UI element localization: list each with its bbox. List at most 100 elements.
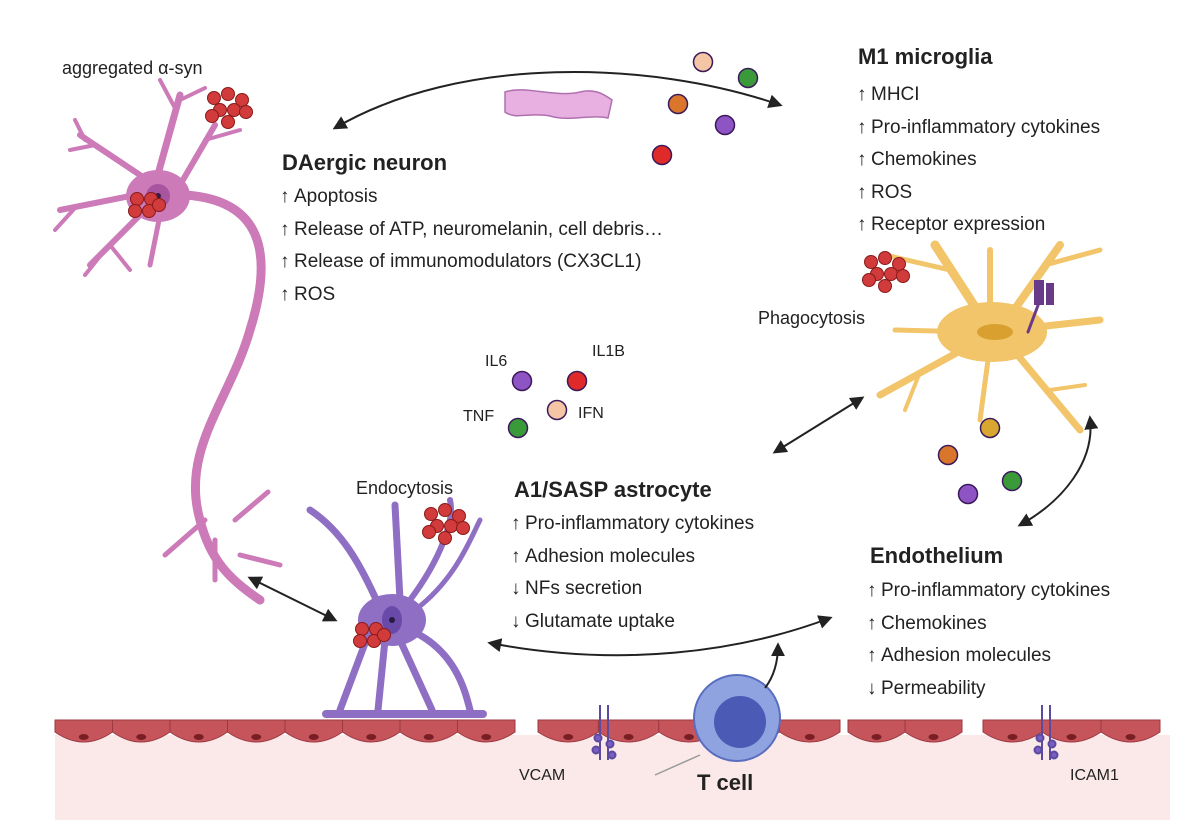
microglia-title: M1 microglia (858, 44, 993, 69)
endothelial-nucleus (78, 734, 89, 740)
asyn-aggregate (884, 267, 898, 281)
endothelial-cell (457, 719, 516, 743)
asyn-label: aggregated α-syn (62, 58, 203, 78)
microglia-effect-item: ↑MHCI (857, 84, 920, 105)
particles (128, 51, 1023, 648)
endothelial-nucleus (193, 734, 204, 740)
il6-label: IL6 (485, 353, 508, 370)
endothelial-nucleus (136, 734, 147, 740)
microglia-illustration (876, 240, 1104, 434)
asyn-aggregate (207, 91, 221, 105)
cytokine-particle (979, 417, 1001, 439)
cytokine-particle (511, 370, 533, 392)
endothelial-nucleus (423, 734, 434, 740)
neuron-effect-item: ↑Release of immunomodulators (CX3CL1) (280, 251, 642, 272)
astrocyte-effect-item: ↑Adhesion molecules (511, 545, 696, 567)
endothelial-nucleus (366, 734, 377, 740)
cytokine-particle (1001, 470, 1023, 492)
asyn-aggregate (130, 192, 144, 206)
asyn-aggregate (221, 115, 235, 129)
endothelial-nucleus (684, 734, 694, 740)
asyn-aggregate (205, 109, 219, 123)
microglia-effect-item: ↑Pro-inflammatory cytokines (857, 116, 1101, 138)
t-cell-label: T cell (697, 770, 754, 795)
endothelial-nucleus (1007, 734, 1018, 740)
endocytosis-label: Endocytosis (356, 478, 454, 498)
endothelial-nucleus (804, 734, 815, 740)
cytokine-particle (714, 114, 736, 136)
interaction-arrows (247, 70, 1099, 689)
cytokine-particle (651, 144, 673, 166)
tnf-label: TNF (463, 408, 495, 425)
asyn-aggregate (422, 525, 436, 539)
neuron-title: DAergic neuron (282, 150, 448, 175)
astrocyte-effects-list: ↑Pro-inflammatory cytokines ↑Adhesion mo… (511, 508, 754, 638)
endothelial-nucleus (623, 734, 634, 740)
endothelial-nucleus (563, 734, 574, 740)
neuron-effects-list: ↑Apoptosis ↑Release of ATP, neuromelanin… (280, 181, 663, 311)
astrocyte-title: A1/SASP astrocyte (514, 477, 712, 502)
asyn-aggregate (227, 103, 241, 117)
il1b-label: IL1B (592, 343, 625, 360)
asyn-aggregate (353, 634, 367, 648)
vcam-molecule (591, 705, 617, 760)
cytokine-particle (692, 51, 714, 73)
vcam-label: VCAM (519, 767, 566, 784)
neuron-effect-item: ↑ROS (280, 283, 336, 305)
neuron-effect-item: ↑Apoptosis (280, 186, 378, 207)
endothelium-effect-item: ↓Permeability (867, 677, 986, 699)
asyn-aggregate (896, 269, 910, 283)
cytokine-particle (566, 370, 588, 392)
endothelial-nucleus (1125, 734, 1136, 740)
endothelial-cells (54, 719, 1161, 743)
endothelial-cell (1100, 719, 1161, 743)
astrocyte-effect-item: ↓NFs secretion (511, 578, 643, 599)
cytokine-particle (957, 483, 979, 505)
astrocyte-effect-item: ↑Pro-inflammatory cytokines (511, 513, 755, 534)
endothelial-nucleus (251, 734, 262, 740)
asyn-aggregate (424, 507, 438, 521)
cytokine-particle (937, 444, 959, 466)
endothelial-nucleus (481, 734, 492, 740)
asyn-aggregate (221, 87, 235, 101)
microglia-effect-item: ↑Receptor expression (857, 214, 1046, 235)
asyn-aggregate (878, 251, 892, 265)
asyn-aggregate (862, 273, 876, 287)
ifn-label: IFN (578, 405, 604, 422)
asyn-aggregate (878, 279, 892, 293)
endothelial-nucleus (871, 734, 882, 740)
neuron-effect-item: ↑Release of ATP, neuromelanin, cell debr… (280, 218, 663, 240)
microglia-effect-item: ↑ROS (857, 181, 913, 203)
endothelium-effect-item: ↑Adhesion molecules (867, 645, 1052, 666)
phagocytosis-label: Phagocytosis (758, 308, 866, 328)
asyn-aggregate (864, 255, 878, 269)
asyn-aggregate (444, 519, 458, 533)
endothelium-layer (54, 719, 1170, 820)
asyn-aggregate (239, 105, 253, 119)
asyn-aggregate (438, 531, 452, 545)
asyn-aggregate (456, 521, 470, 535)
asyn-aggregate (377, 628, 391, 642)
asyn-aggregate (128, 204, 142, 218)
microglia-effect-item: ↑Chemokines (857, 149, 977, 170)
asyn-aggregate (152, 198, 166, 212)
microglia-effects-list: ↑MHCI ↑Pro-inflammatory cytokines ↑Chemo… (857, 79, 1100, 242)
asyn-aggregate (438, 503, 452, 517)
icam-label: ICAM1 (1070, 767, 1119, 784)
endothelial-cell (904, 719, 963, 743)
t-cell-illustration (654, 674, 781, 776)
endothelium-title: Endothelium (870, 543, 1004, 568)
endothelial-nucleus (928, 734, 939, 740)
cytokine-particle (546, 399, 568, 421)
endothelial-nucleus (1066, 734, 1077, 740)
neuron-illustration (53, 78, 283, 605)
cytokine-particle (737, 67, 759, 89)
endothelium-effect-item: ↑Chemokines (867, 612, 987, 634)
fibril-debris (504, 89, 613, 120)
endothelium-effect-item: ↑Pro-inflammatory cytokines (867, 580, 1111, 601)
cytokine-particle (667, 93, 689, 115)
icam-molecule (1033, 705, 1059, 760)
endothelial-cell (779, 719, 841, 743)
